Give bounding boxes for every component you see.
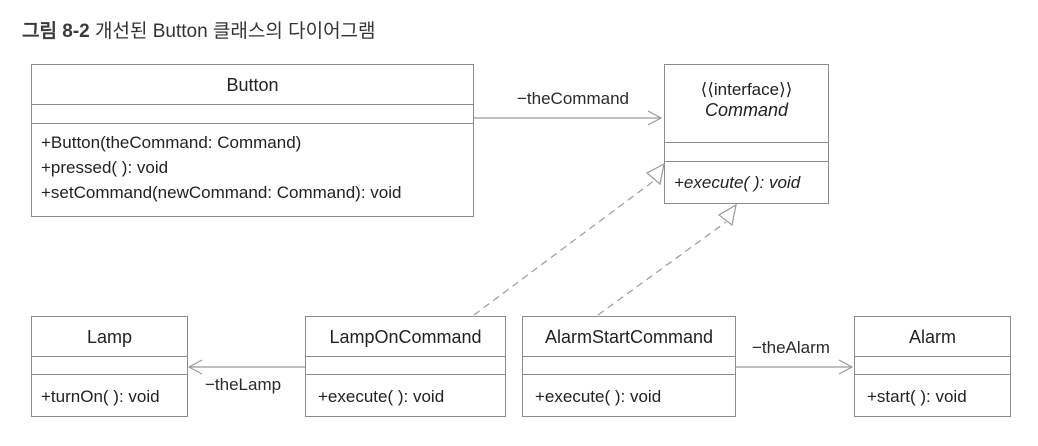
button-pressed-op: +pressed( ): void bbox=[41, 158, 169, 177]
figure-number: 그림 8-2 bbox=[22, 21, 90, 42]
lamponcommand-class-name: LampOnCommand bbox=[306, 317, 505, 357]
lamp-class-name: Lamp bbox=[32, 317, 187, 357]
alarm-arrowhead bbox=[838, 359, 854, 375]
the-alarm-label: −theAlarm bbox=[752, 338, 830, 357]
lamponcommand-class-attributes bbox=[306, 357, 505, 375]
lamp-arrowhead bbox=[187, 359, 203, 375]
button-class-name: Button bbox=[32, 65, 473, 105]
alarm-class-attributes bbox=[855, 357, 1010, 375]
alarmstartcommand-realization-line bbox=[597, 221, 727, 316]
button-class-operations: +Button(theCommand: Command) +pressed( )… bbox=[32, 124, 473, 205]
lamp-class-box: Lamp +turnOn( ): void bbox=[31, 316, 188, 417]
the-lamp-label: −theLamp bbox=[205, 375, 282, 394]
lamponcommand-execute-op: +execute( ): void bbox=[318, 387, 445, 406]
command-interface-box: ⟨⟨interface⟩⟩ Command +execute( ): void bbox=[664, 64, 829, 204]
command-interface-attributes bbox=[665, 143, 828, 162]
alarm-start-op: +start( ): void bbox=[867, 387, 967, 406]
lamp-class-operations: +turnOn( ): void bbox=[32, 375, 187, 409]
the-command-label: −theCommand bbox=[517, 89, 629, 108]
lamponcommand-class-operations: +execute( ): void bbox=[306, 375, 505, 409]
alarmstartcommand-class-attributes bbox=[523, 357, 735, 375]
button-command-arrowhead bbox=[647, 110, 663, 126]
command-interface-name: Command bbox=[704, 100, 789, 120]
alarmstartcommand-execute-op: +execute( ): void bbox=[535, 387, 662, 406]
alarm-class-name: Alarm bbox=[855, 317, 1010, 357]
alarmstartcommand-class-operations: +execute( ): void bbox=[523, 375, 735, 409]
lamponcommand-realization-arrowhead bbox=[645, 162, 665, 186]
alarmstartcommand-realization-arrowhead bbox=[717, 203, 737, 227]
command-execute-op: +execute( ): void bbox=[674, 173, 801, 192]
alarm-class-box: Alarm +start( ): void bbox=[854, 316, 1011, 417]
button-class-attributes bbox=[32, 105, 473, 124]
alarmstartcommand-class-box: AlarmStartCommand +execute( ): void bbox=[522, 316, 736, 417]
command-interface-header: ⟨⟨interface⟩⟩ Command bbox=[665, 65, 828, 143]
command-interface-operations: +execute( ): void bbox=[665, 162, 828, 195]
lamp-turnon-op: +turnOn( ): void bbox=[41, 387, 160, 406]
lamp-class-attributes bbox=[32, 357, 187, 375]
interface-stereotype: ⟨⟨interface⟩⟩ bbox=[700, 80, 793, 99]
button-setcommand-op: +setCommand(newCommand: Command): void bbox=[41, 183, 402, 202]
button-constructor-op: +Button(theCommand: Command) bbox=[41, 133, 302, 152]
lamponcommand-class-box: LampOnCommand +execute( ): void bbox=[305, 316, 506, 417]
figure-title: 개선된 Button 클래스의 다이어그램 bbox=[94, 21, 376, 42]
figure-caption: 그림 8-2 개선된 Button 클래스의 다이어그램 bbox=[22, 16, 376, 43]
button-class-box: Button +Button(theCommand: Command) +pre… bbox=[31, 64, 474, 217]
alarm-class-operations: +start( ): void bbox=[855, 375, 1010, 409]
lamponcommand-realization-line bbox=[473, 179, 656, 316]
alarmstartcommand-class-name: AlarmStartCommand bbox=[523, 317, 735, 357]
